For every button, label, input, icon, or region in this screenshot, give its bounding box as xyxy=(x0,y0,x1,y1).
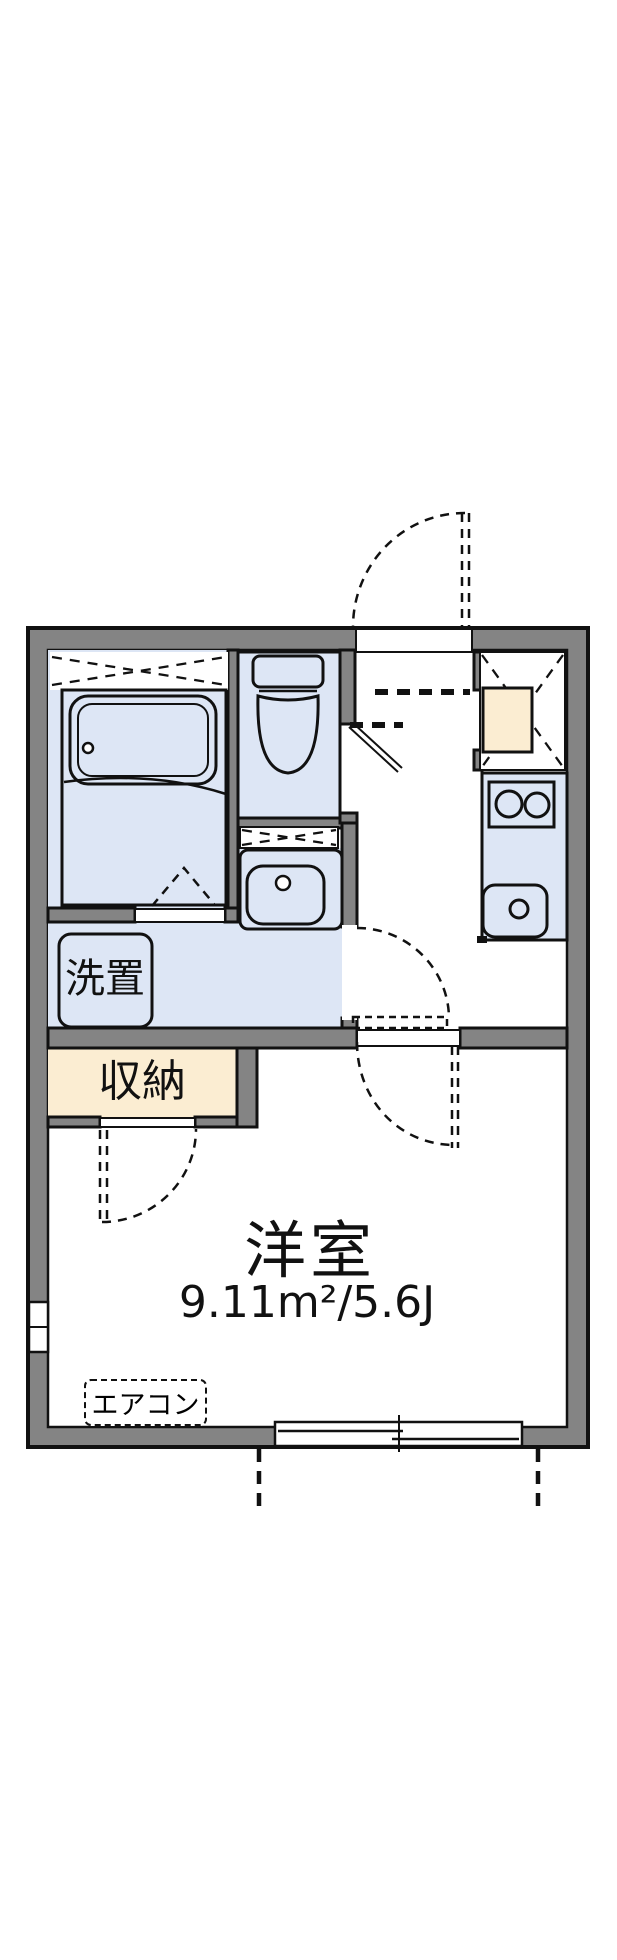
main-room-door-leaf xyxy=(450,1046,460,1148)
wall-bath-right xyxy=(226,648,240,924)
closet-door-sill xyxy=(99,1117,196,1128)
bath-door-sill xyxy=(134,908,226,923)
bathroom-window-band xyxy=(50,652,228,690)
closet-door-arc xyxy=(101,1128,198,1224)
closet-floor xyxy=(48,1048,237,1117)
toilet-vent-band xyxy=(239,826,339,849)
wall-hall-bottom-right xyxy=(458,1026,569,1050)
bathroom-band-cross-marks xyxy=(51,655,227,687)
entrance-door-arc xyxy=(351,511,466,628)
washroom-door-arc xyxy=(356,926,451,1020)
washroom xyxy=(57,848,451,1030)
main-room-door-sill xyxy=(356,1029,461,1047)
wall-closet-bottom-left xyxy=(46,1115,102,1129)
entrance-door-leaf xyxy=(460,513,471,627)
washroom-door-gap xyxy=(342,925,357,1020)
washing-machine-space xyxy=(57,932,154,1029)
toilet-tank xyxy=(251,654,325,689)
stove-burner-right-icon xyxy=(523,791,551,819)
sink-drain-icon xyxy=(508,898,530,920)
bathtub-drain-icon xyxy=(81,741,95,755)
toilet-room xyxy=(239,654,403,849)
wall-bath-bottom-right xyxy=(223,906,240,924)
entrance-storage xyxy=(479,651,566,771)
washer-space-label: 洗置 xyxy=(65,956,145,1002)
toilet-door-leaf xyxy=(348,722,403,773)
counter-end-step xyxy=(477,936,487,943)
bathtub xyxy=(68,694,218,786)
aircon-label: エアコン xyxy=(91,1390,200,1421)
bathtub-apron-line xyxy=(63,776,227,796)
bathroom xyxy=(50,652,228,923)
aircon-placement-box: エアコン xyxy=(84,1379,207,1426)
main-room-area-label: 9.11m²/5.6J xyxy=(178,1277,436,1328)
washroom-door-leaf xyxy=(351,1015,449,1030)
closet-label: 収納 xyxy=(98,1056,186,1107)
stove-burner-left-icon xyxy=(494,789,524,819)
wall-toilet-right-upper xyxy=(338,648,357,726)
wall-washroom-right xyxy=(340,821,359,929)
windows xyxy=(27,1300,541,1511)
wall-bath-bottom-left xyxy=(46,906,137,924)
bottom-window-sashes xyxy=(278,1429,519,1441)
doors xyxy=(98,511,473,1224)
washbasin-bowl xyxy=(245,864,326,926)
wall-closet-right xyxy=(235,1046,259,1129)
entrance-door-sill xyxy=(355,628,473,653)
interior-walls xyxy=(46,648,569,1129)
washbasin-faucet-icon xyxy=(274,874,292,892)
balcony-edge-dashes xyxy=(256,1449,541,1511)
wall-closet-bottom-right xyxy=(193,1115,239,1129)
main-room-door-arc xyxy=(355,1041,456,1147)
shoe-cabinet xyxy=(481,686,534,754)
wall-washroom-bottom xyxy=(46,1026,359,1050)
bath-folding-door xyxy=(151,866,215,907)
toilet-band-cross-marks xyxy=(241,828,337,847)
bathtub-inner-rim xyxy=(77,703,209,777)
toilet-bowl xyxy=(256,694,320,775)
kitchen xyxy=(477,771,569,943)
main-room-label: 洋室 xyxy=(243,1214,377,1287)
